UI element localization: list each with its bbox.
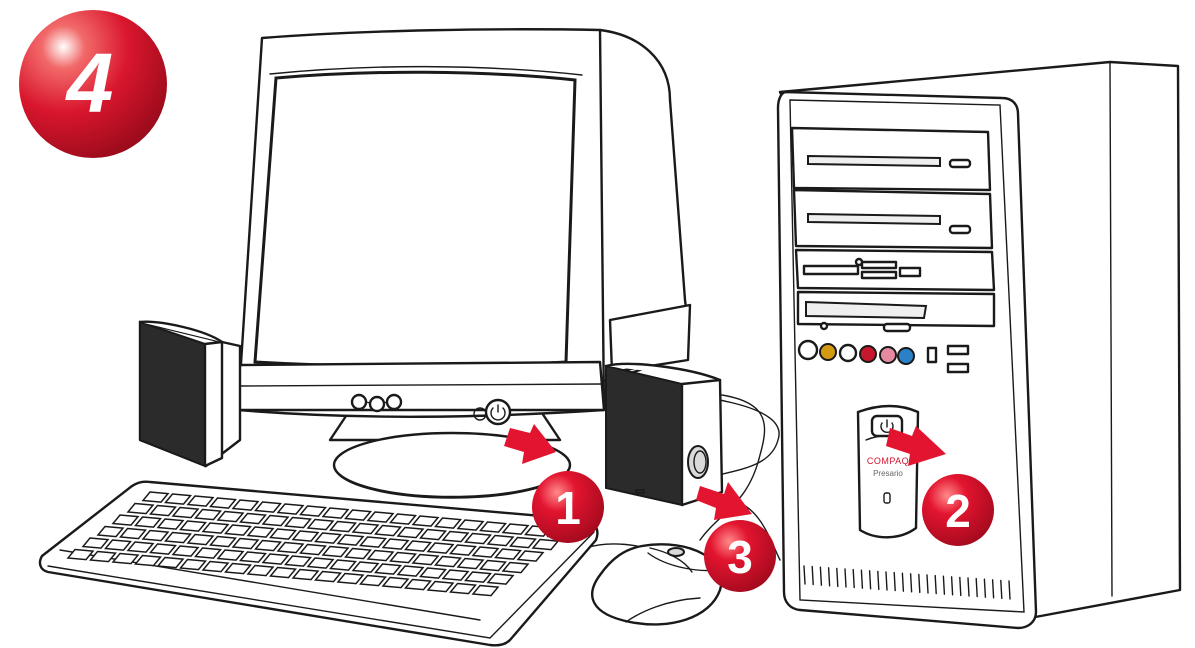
right-speaker	[606, 364, 722, 505]
vent-slot	[968, 578, 969, 596]
vent-slot	[829, 568, 830, 586]
vent-slot	[804, 566, 805, 584]
vent-slot	[812, 567, 813, 585]
mouse	[592, 544, 721, 624]
brand-logo: COMPAQ	[867, 456, 909, 466]
vent-slot	[902, 573, 903, 591]
callout-1-label: 1	[555, 482, 581, 534]
memory-card-reader	[796, 250, 994, 290]
vent-slot	[976, 579, 977, 597]
vent-slot	[861, 570, 862, 588]
callout-2: 2	[922, 474, 994, 546]
optical-drive-1	[792, 128, 990, 190]
speaker-power-knob[interactable]	[688, 446, 708, 478]
vent-slot	[993, 580, 994, 598]
vent-slot	[1001, 580, 1002, 598]
vent-slot	[935, 576, 936, 594]
vent-slot	[894, 573, 895, 591]
vent-slot	[911, 574, 912, 592]
vent-slot	[820, 567, 821, 585]
left-speaker	[140, 322, 240, 466]
computer-tower: COMPAQ Presario	[778, 62, 1180, 628]
model-name: Presario	[873, 469, 903, 478]
vent-slot	[886, 572, 887, 590]
tower-front-panel: COMPAQ Presario	[858, 406, 918, 537]
vent-slot	[837, 568, 838, 586]
floppy-drive	[798, 292, 994, 331]
callout-3: 3	[704, 520, 776, 592]
keyboard	[40, 482, 597, 646]
vent-slot	[984, 579, 985, 597]
callout-2-label: 2	[945, 485, 971, 537]
callout-1: 1	[532, 471, 604, 543]
callout-3-label: 3	[727, 531, 753, 583]
vent-slot	[952, 577, 953, 595]
step-number: 4	[65, 36, 114, 130]
step-badge: 4	[19, 10, 167, 158]
vent-slot	[919, 574, 920, 592]
monitor-adjust-buttons	[352, 395, 401, 411]
vent-slot	[853, 570, 854, 588]
monitor-screen	[255, 72, 575, 366]
vent-slot	[927, 575, 928, 593]
vent-slot	[943, 576, 944, 594]
optical-drive-2	[794, 190, 992, 248]
vent-slot	[845, 569, 846, 587]
vent-slot	[1009, 581, 1010, 599]
vent-slot	[960, 577, 961, 595]
vent-slot	[878, 571, 879, 589]
arrow-speaker	[696, 482, 752, 520]
vent-slot	[870, 571, 871, 589]
